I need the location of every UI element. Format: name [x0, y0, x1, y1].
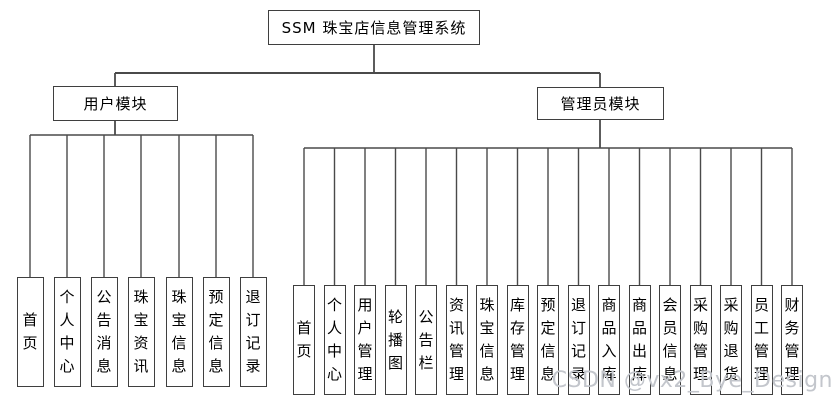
leaf-label: 退 订 记 录 — [570, 296, 586, 383]
leaf-node-admin-9: 退 订 记 录 — [567, 285, 590, 395]
leaf-label: 珠 宝 信 息 — [171, 288, 187, 375]
leaf-label: 采 购 管 理 — [692, 296, 708, 383]
leaf-node-admin-7: 库 存 管 理 — [506, 285, 529, 395]
leaf-label: 财 务 管 理 — [784, 296, 800, 383]
leaf-label: 商 品 入 库 — [601, 296, 617, 383]
leaf-node-admin-3: 轮 播 图 — [384, 285, 407, 395]
leaf-node-admin-2: 用 户 管 理 — [354, 285, 376, 395]
leaf-node-admin-1: 个 人 中 心 — [323, 285, 346, 395]
leaf-label: 首 页 — [296, 319, 312, 360]
leaf-node-user-6: 退 订 记 录 — [239, 277, 267, 387]
leaf-node-user-0: 首 页 — [16, 277, 44, 387]
leaf-node-admin-15: 员 工 管 理 — [750, 285, 773, 395]
leaf-node-admin-5: 资 讯 管 理 — [445, 285, 468, 395]
leaf-label: 商 品 出 库 — [631, 296, 647, 383]
leaf-label: 公 告 消 息 — [96, 288, 112, 375]
leaf-label: 预 定 信 息 — [208, 288, 224, 375]
leaf-node-admin-12: 会 员 信 息 — [659, 285, 681, 395]
leaf-label: 轮 播 图 — [387, 307, 403, 372]
leaf-label: 会 员 信 息 — [662, 296, 678, 383]
root-node-system-title: SSM 珠宝店信息管理系统 — [268, 10, 480, 45]
leaf-label: 预 定 信 息 — [540, 296, 556, 383]
module-node-user: 用户模块 — [53, 86, 178, 121]
leaf-label: 公 告 栏 — [418, 307, 434, 372]
leaf-label: 珠 宝 资 讯 — [133, 288, 149, 375]
leaf-label: 资 讯 管 理 — [448, 296, 464, 383]
leaf-node-user-4: 珠 宝 信 息 — [165, 277, 193, 387]
leaf-node-admin-0: 首 页 — [293, 285, 315, 395]
leaf-label: 个 人 中 心 — [59, 288, 75, 375]
leaf-label: 用 户 管 理 — [357, 296, 373, 383]
leaf-node-user-5: 预 定 信 息 — [202, 277, 230, 387]
leaf-label: 首 页 — [22, 311, 38, 352]
leaf-label: 珠 宝 信 息 — [479, 296, 495, 383]
leaf-label: 采 购 退 货 — [723, 296, 739, 383]
leaf-node-admin-16: 财 务 管 理 — [781, 285, 803, 395]
module-node-admin: 管理员模块 — [537, 87, 664, 120]
leaf-label: 员 工 管 理 — [753, 296, 769, 383]
leaf-node-user-3: 珠 宝 资 讯 — [127, 277, 155, 387]
leaf-node-admin-11: 商 品 出 库 — [628, 285, 651, 395]
leaf-label: 个 人 中 心 — [326, 296, 342, 383]
watermark-text: CSDN @vx2_Bye_Design — [551, 368, 833, 393]
leaf-node-admin-10: 商 品 入 库 — [598, 285, 620, 395]
leaf-label: 库 存 管 理 — [509, 296, 525, 383]
leaf-node-admin-4: 公 告 栏 — [415, 285, 437, 395]
leaf-node-admin-14: 采 购 退 货 — [720, 285, 742, 395]
leaf-node-admin-8: 预 定 信 息 — [537, 285, 559, 395]
leaf-node-user-2: 公 告 消 息 — [90, 277, 118, 387]
leaf-node-admin-13: 采 购 管 理 — [689, 285, 712, 395]
leaf-node-user-1: 个 人 中 心 — [53, 277, 81, 387]
leaf-label: 退 订 记 录 — [245, 288, 261, 375]
leaf-node-admin-6: 珠 宝 信 息 — [476, 285, 498, 395]
